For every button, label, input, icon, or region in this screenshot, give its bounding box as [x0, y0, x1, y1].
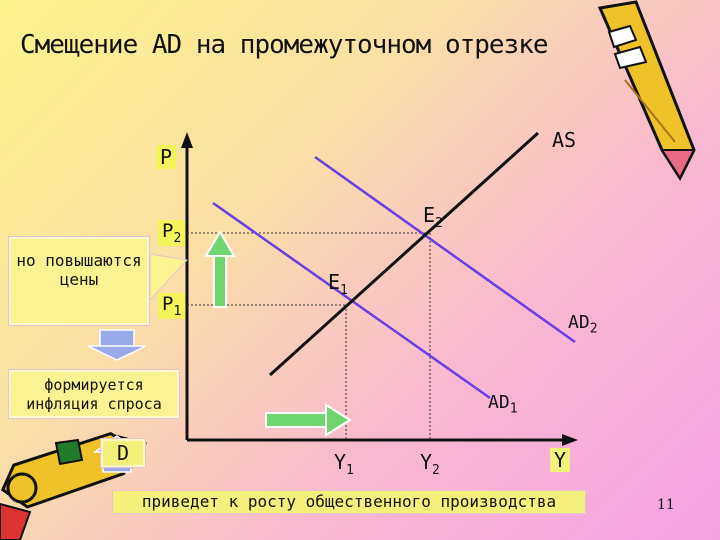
equilibrium-e1-label: E1	[328, 270, 348, 298]
slide-title: Смещение AD на промежуточном отрезке	[20, 30, 549, 60]
price-increase-arrow	[204, 230, 236, 308]
callout-pointer	[149, 253, 188, 302]
ad2-curve	[314, 155, 576, 344]
bottom-conclusion: приведет к росту общественного производс…	[112, 490, 586, 514]
output-label-y1: Y1	[334, 450, 354, 478]
price-label-p2: P2	[158, 220, 186, 246]
y-axis-arrow	[181, 132, 193, 148]
output-increase-arrow	[265, 403, 352, 437]
x-axis-label: Y	[550, 448, 571, 472]
pencil-icon	[597, 0, 696, 182]
callout-demand-inflation: формируется инфляция спроса	[8, 369, 180, 419]
x-axis-arrow	[562, 434, 578, 446]
ad1-label: AD1	[488, 392, 518, 417]
callout-prices-rise: но повышаются цены	[8, 236, 150, 326]
page-number: 11	[657, 497, 675, 513]
as-curve	[268, 131, 540, 377]
price-label-p1: P1	[158, 293, 186, 319]
y-axis-label: P	[156, 145, 177, 169]
output-label-y2: Y2	[420, 450, 440, 478]
ad2-label: AD2	[568, 312, 598, 337]
as-label: AS	[552, 128, 577, 152]
callout-partial-letter: D	[100, 438, 146, 468]
equilibrium-e2-label: E2	[423, 203, 443, 231]
flow-arrow-down	[87, 329, 147, 361]
